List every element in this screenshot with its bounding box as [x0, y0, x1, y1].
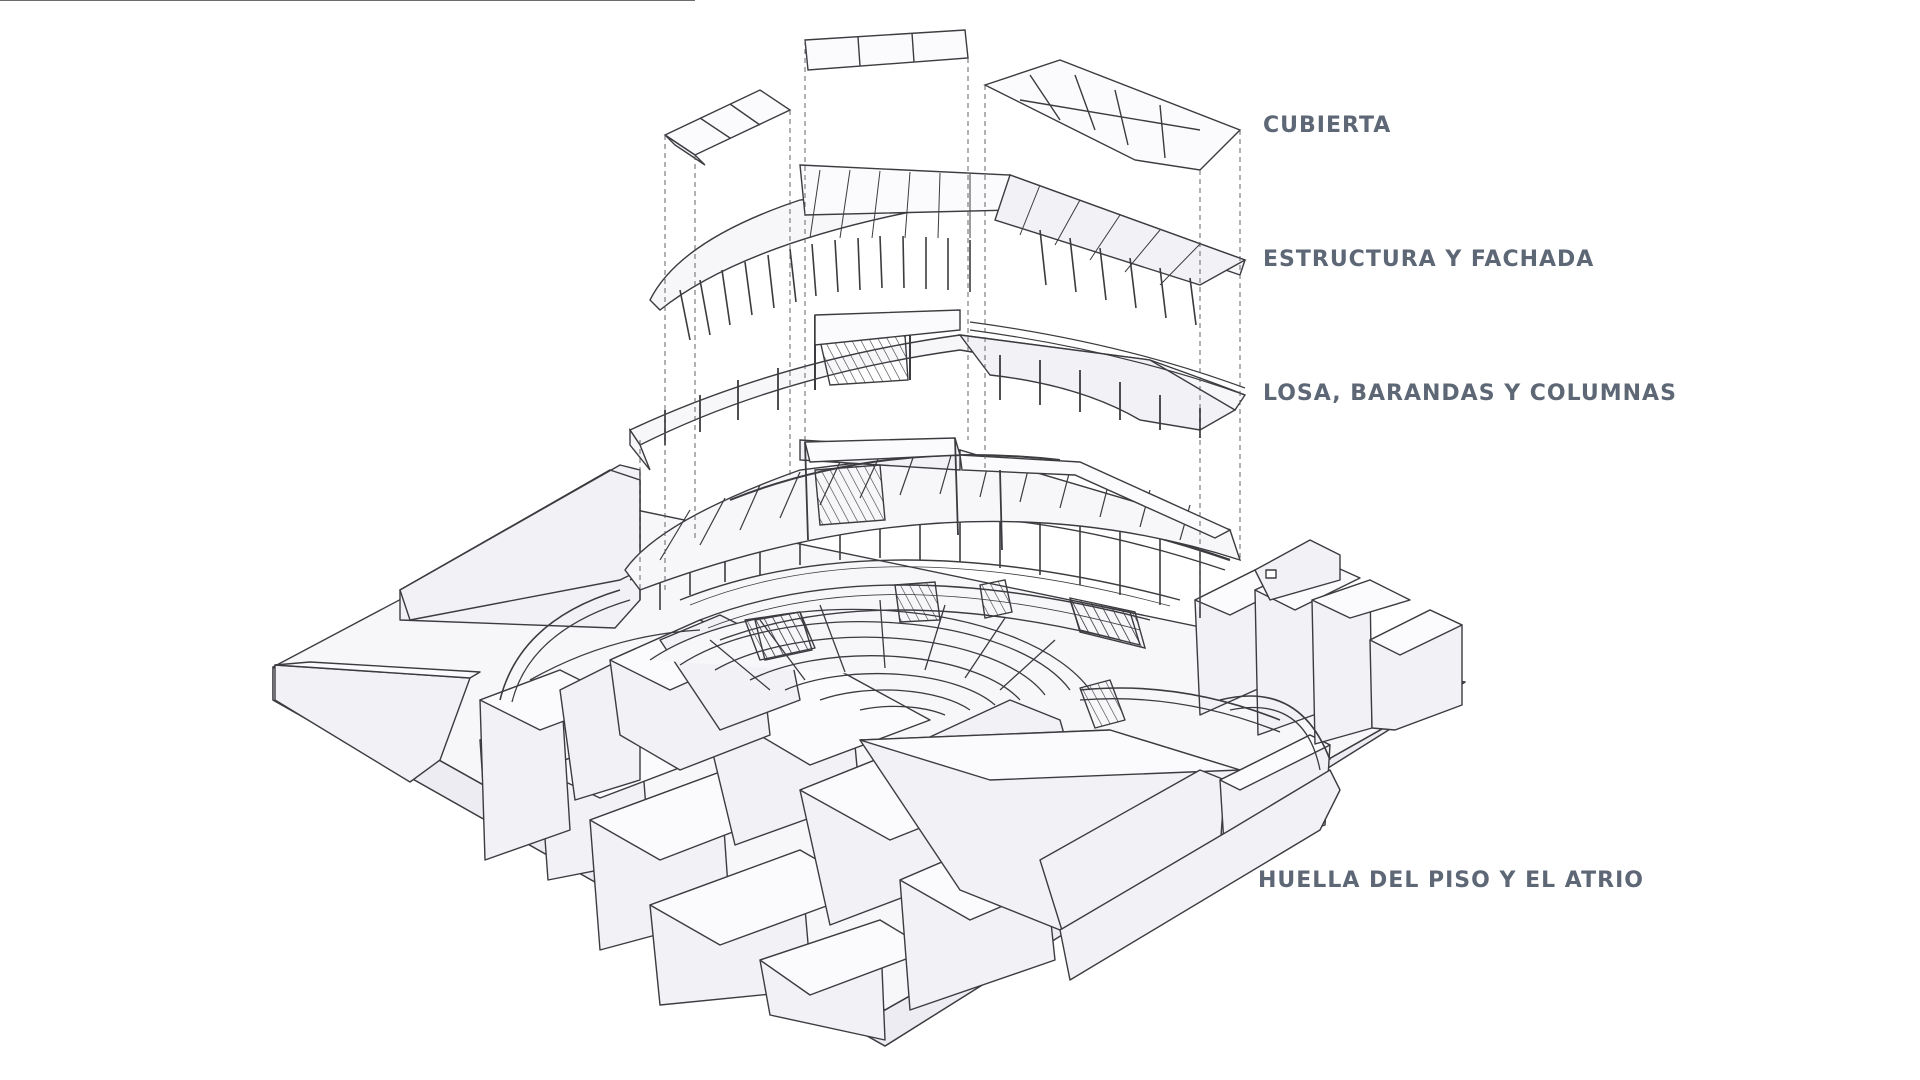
projection-lines: [639, 40, 1241, 610]
block-right-sweep: [1059, 769, 1341, 981]
layer-label-slab: LOSA, BARANDAS Y COLUMNAS: [1263, 381, 1677, 406]
layer-label-roof: CUBIERTA: [1263, 113, 1392, 138]
structure-layer: [649, 164, 1247, 341]
slab-layer: [628, 309, 1247, 471]
atrium-stair-small: [1079, 679, 1126, 729]
footprint-layer: [272, 464, 1466, 1047]
layer-label-footprint: HUELLA DEL PISO Y EL ATRIO: [1258, 868, 1644, 893]
block-right-tall-5: [1254, 539, 1341, 601]
roof-panel-middle: [804, 29, 969, 71]
roof-layer: [0, 0, 1242, 171]
roof-panel-left: [663, 89, 792, 156]
structure-layer-lower: [624, 437, 1242, 591]
layer-label-structure: ESTRUCTURA Y FACHADA: [1263, 247, 1595, 272]
